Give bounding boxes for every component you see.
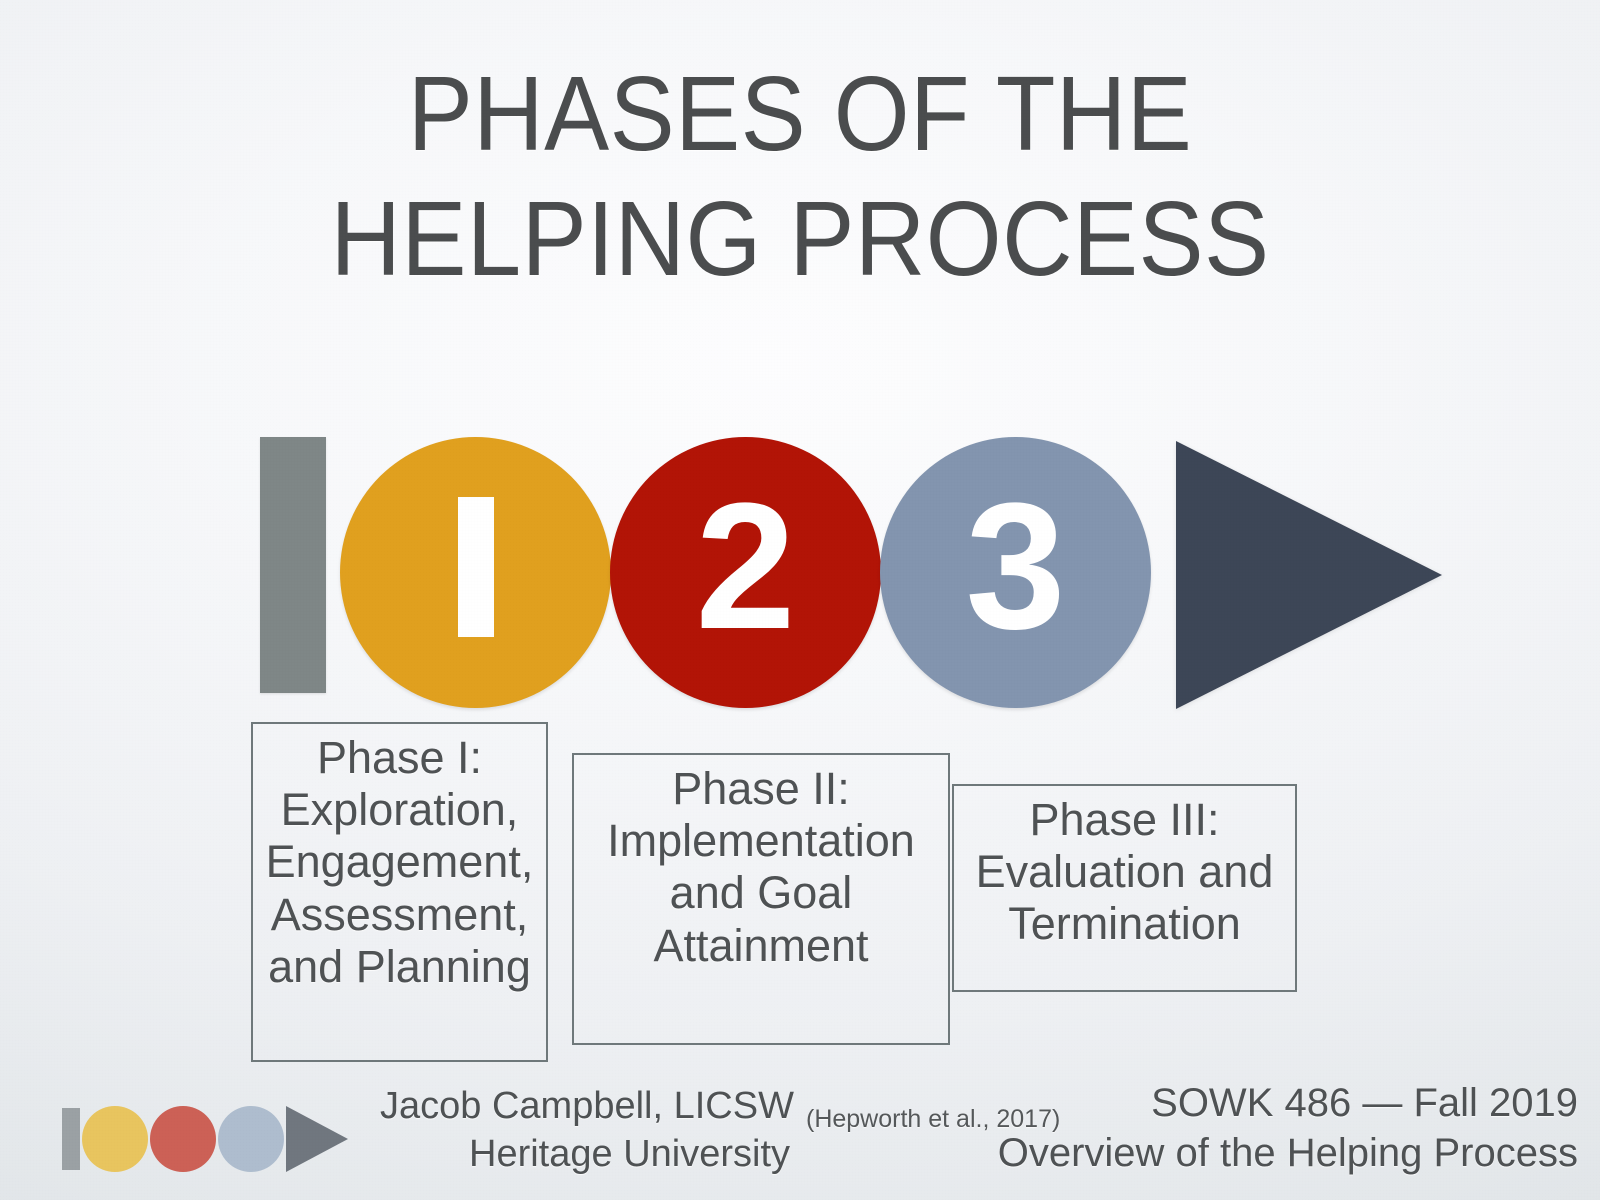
phase-3-line-3: Termination [1008,898,1241,950]
logo-dot-gold-icon [82,1106,148,1172]
presenter-name: Jacob Campbell, LICSW [380,1085,794,1127]
phase-1-line-2: Exploration, [280,784,519,836]
phase-box-1: Phase I: Exploration, Engagement, Assess… [251,722,548,1062]
step-circle-1[interactable] [340,437,611,708]
page-title-line-2: HELPING PROCESS [330,180,1270,299]
phase-3-line-2: Evaluation and [975,846,1274,898]
phase-1-line-3: Engagement, [265,836,534,888]
phase-box-2: Phase II: Implementation and Goal Attain… [572,753,950,1045]
course-label: SOWK 486 — Fall 2019 [1151,1081,1578,1125]
step-number-2: 2 [695,465,796,667]
presenter-affiliation: Heritage University [469,1132,790,1175]
logo-dot-red-icon [150,1106,216,1172]
forward-arrow-icon [1176,441,1442,709]
page-title: PHASES OF THE HELPING PROCESS [0,52,1600,302]
page-title-line-1: PHASES OF THE [407,55,1193,173]
phase-2-line-2: Implementation [607,815,915,867]
phase-2-line-3: and Goal [669,867,853,919]
step-circle-3[interactable]: 3 [880,437,1151,708]
phase-1-line-5: and Planning [268,940,531,992]
diagram-accent-bar [260,437,326,693]
phase-box-3: Phase III: Evaluation and Termination [952,784,1297,992]
logo-dot-blue-icon [218,1106,284,1172]
footer-presenter: Jacob Campbell, LICSW Heritage Universit… [380,1083,794,1178]
footer-citation: (Hepworth et al., 2017) [806,1105,1061,1133]
phase-3-line-1: Phase III: [1029,794,1220,845]
step-number-3: 3 [965,465,1066,667]
phase-2-line-4: Attainment [653,919,869,971]
phase-1-line-1: Phase I: [316,732,483,783]
slide-footer: Jacob Campbell, LICSW Heritage Universit… [0,1060,1600,1200]
phase-2-line-1: Phase II: [672,763,850,814]
topic-label: Overview of the Helping Process [997,1131,1578,1175]
logo-arrow-icon [286,1106,348,1172]
step-number-1-glyph [457,496,494,637]
step-circle-2[interactable]: 2 [610,437,881,708]
brand-logo [62,1106,348,1172]
logo-bar-icon [62,1108,80,1170]
footer-course-info: SOWK 486 — Fall 2019 Overview of the Hel… [998,1078,1578,1178]
phase-1-line-4: Assessment, [270,888,529,940]
